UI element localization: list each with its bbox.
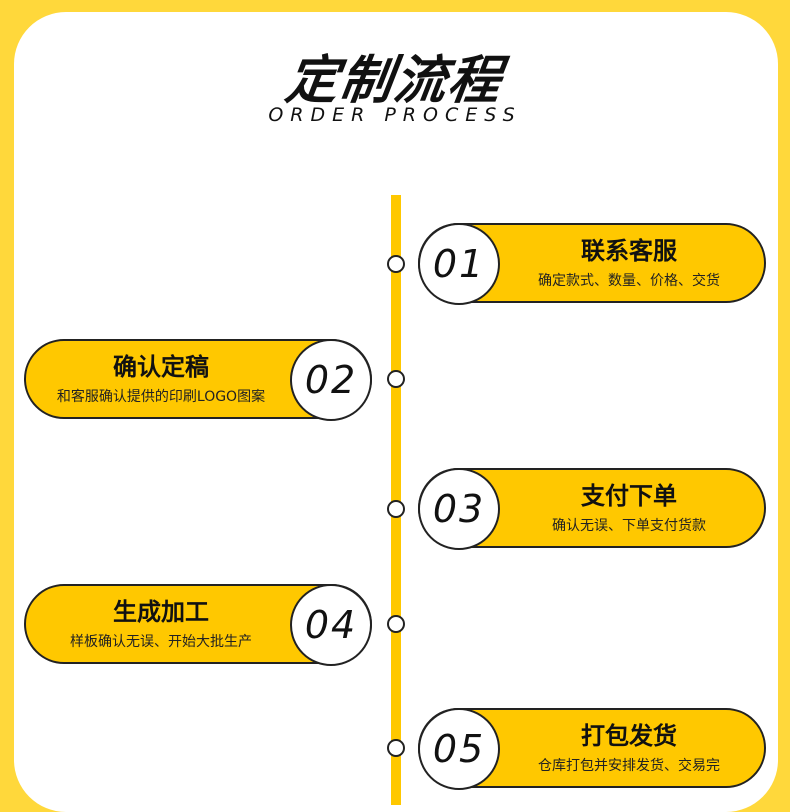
step-4-number: 04: [290, 584, 372, 666]
step-2-description: 和客服确认提供的印刷LOGO图案: [56, 389, 266, 405]
step-4-description: 样板确认无误、开始大批生产: [70, 634, 252, 650]
step-5-description: 仓库打包并安排发货、交易完: [538, 758, 720, 774]
step-1-title: 联系客服: [581, 237, 677, 265]
timeline-dot-2: [387, 370, 405, 388]
step-1-number: 01: [418, 223, 500, 305]
timeline-dot-1: [387, 255, 405, 273]
step-5-title: 打包发货: [581, 722, 677, 750]
timeline-dot-4: [387, 615, 405, 633]
step-3-number: 03: [418, 468, 500, 550]
step-2-number: 02: [290, 339, 372, 421]
step-2-card: 02 确认定稿 和客服确认提供的印刷LOGO图案: [24, 339, 372, 421]
step-4-card: 04 生成加工 样板确认无误、开始大批生产: [24, 584, 372, 666]
page-subtitle: ORDER PROCESS: [268, 104, 522, 126]
step-1-card: 01 联系客服 确定款式、数量、价格、交货: [418, 223, 766, 305]
step-3-text: 支付下单 确认无误、下单支付货款: [502, 470, 756, 546]
step-2-text: 确认定稿 和客服确认提供的印刷LOGO图案: [34, 341, 288, 417]
step-3-card: 03 支付下单 确认无误、下单支付货款: [418, 468, 766, 550]
step-3-title: 支付下单: [581, 482, 677, 510]
timeline-dot-5: [387, 739, 405, 757]
step-3-description: 确认无误、下单支付货款: [552, 518, 706, 534]
step-4-title: 生成加工: [113, 598, 209, 626]
page-title: 定制流程: [281, 51, 507, 111]
timeline-dot-3: [387, 500, 405, 518]
step-5-text: 打包发货 仓库打包并安排发货、交易完: [502, 710, 756, 786]
step-4-text: 生成加工 样板确认无误、开始大批生产: [34, 586, 288, 662]
step-1-description: 确定款式、数量、价格、交货: [538, 273, 720, 289]
step-5-card: 05 打包发货 仓库打包并安排发货、交易完: [418, 708, 766, 790]
step-5-number: 05: [418, 708, 500, 790]
step-2-title: 确认定稿: [113, 353, 209, 381]
step-1-text: 联系客服 确定款式、数量、价格、交货: [502, 225, 756, 301]
